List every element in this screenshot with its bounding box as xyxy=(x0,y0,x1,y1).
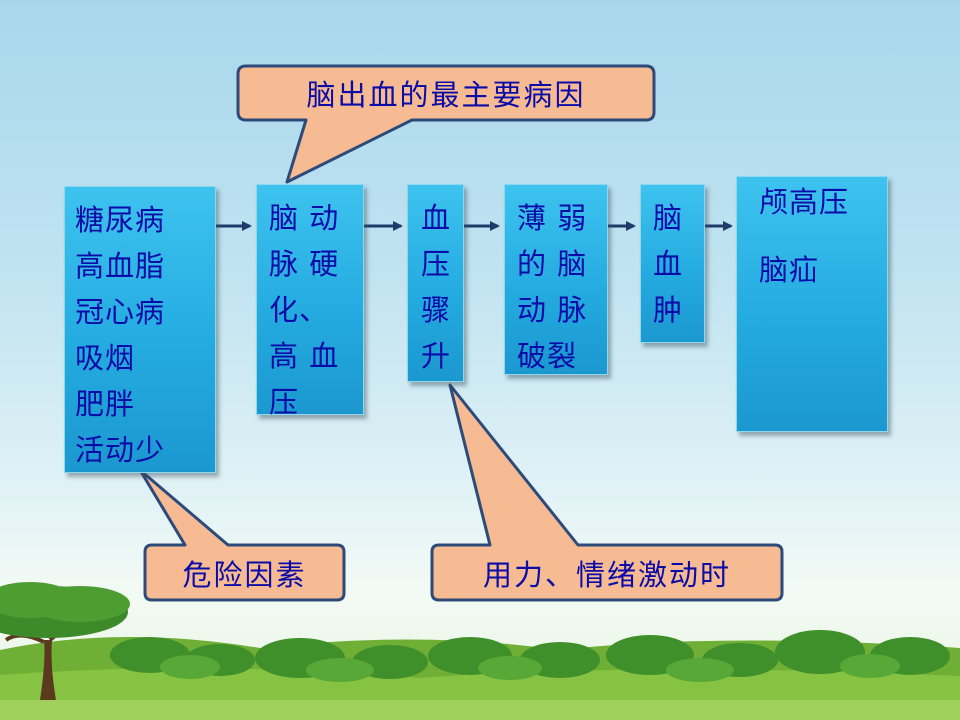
box-line: 糖尿病 xyxy=(75,203,166,237)
box-line: 动 脉 xyxy=(517,293,588,327)
box-line: 血 xyxy=(653,247,684,281)
callout-top-label: 脑出血的最主要病因 xyxy=(306,78,586,112)
box-line: 活动少 xyxy=(75,433,166,467)
box-line: 脑疝 xyxy=(759,253,820,287)
box-line: 薄 弱 xyxy=(517,201,588,235)
box-line: 脑 动 xyxy=(269,201,340,235)
box-line: 高 血 xyxy=(269,339,340,373)
box-outcomes: 颅高压 脑疝 xyxy=(736,176,888,432)
box-line: 升 xyxy=(421,339,452,373)
box-line: 脑 xyxy=(653,201,684,235)
callout-trigger-label: 用力、情绪激动时 xyxy=(482,557,731,592)
box-line: 颅高压 xyxy=(759,185,850,219)
box-line: 血 xyxy=(421,201,452,235)
box-line: 肥胖 xyxy=(75,387,136,421)
callout-risk-factors-label: 危险因素 xyxy=(182,557,307,592)
box-line: 破裂 xyxy=(517,339,578,373)
box-line: 骤 xyxy=(421,293,452,327)
box-line: 压 xyxy=(421,247,452,281)
box-line: 肿 xyxy=(653,293,684,327)
box-line: 脉 硬 xyxy=(269,247,340,281)
box-line: 冠心病 xyxy=(75,295,166,329)
box-line: 高血脂 xyxy=(75,249,166,283)
box-line: 吸烟 xyxy=(75,341,136,375)
box-bp-surge: 血 压 骤 升 xyxy=(407,184,464,382)
box-line: 压 xyxy=(269,385,300,419)
box-atherosclerosis: 脑 动 脉 硬 化、 高 血 压 xyxy=(256,184,364,419)
box-weak-vessel: 薄 弱 的 脑 动 脉 破裂 xyxy=(504,184,608,375)
box-line: 的 脑 xyxy=(517,247,588,281)
box-hematoma: 脑 血 肿 xyxy=(640,184,705,343)
box-line: 化、 xyxy=(269,293,330,327)
box-risk-factors: 糖尿病 高血脂 冠心病 吸烟 肥胖 活动少 xyxy=(64,186,216,473)
